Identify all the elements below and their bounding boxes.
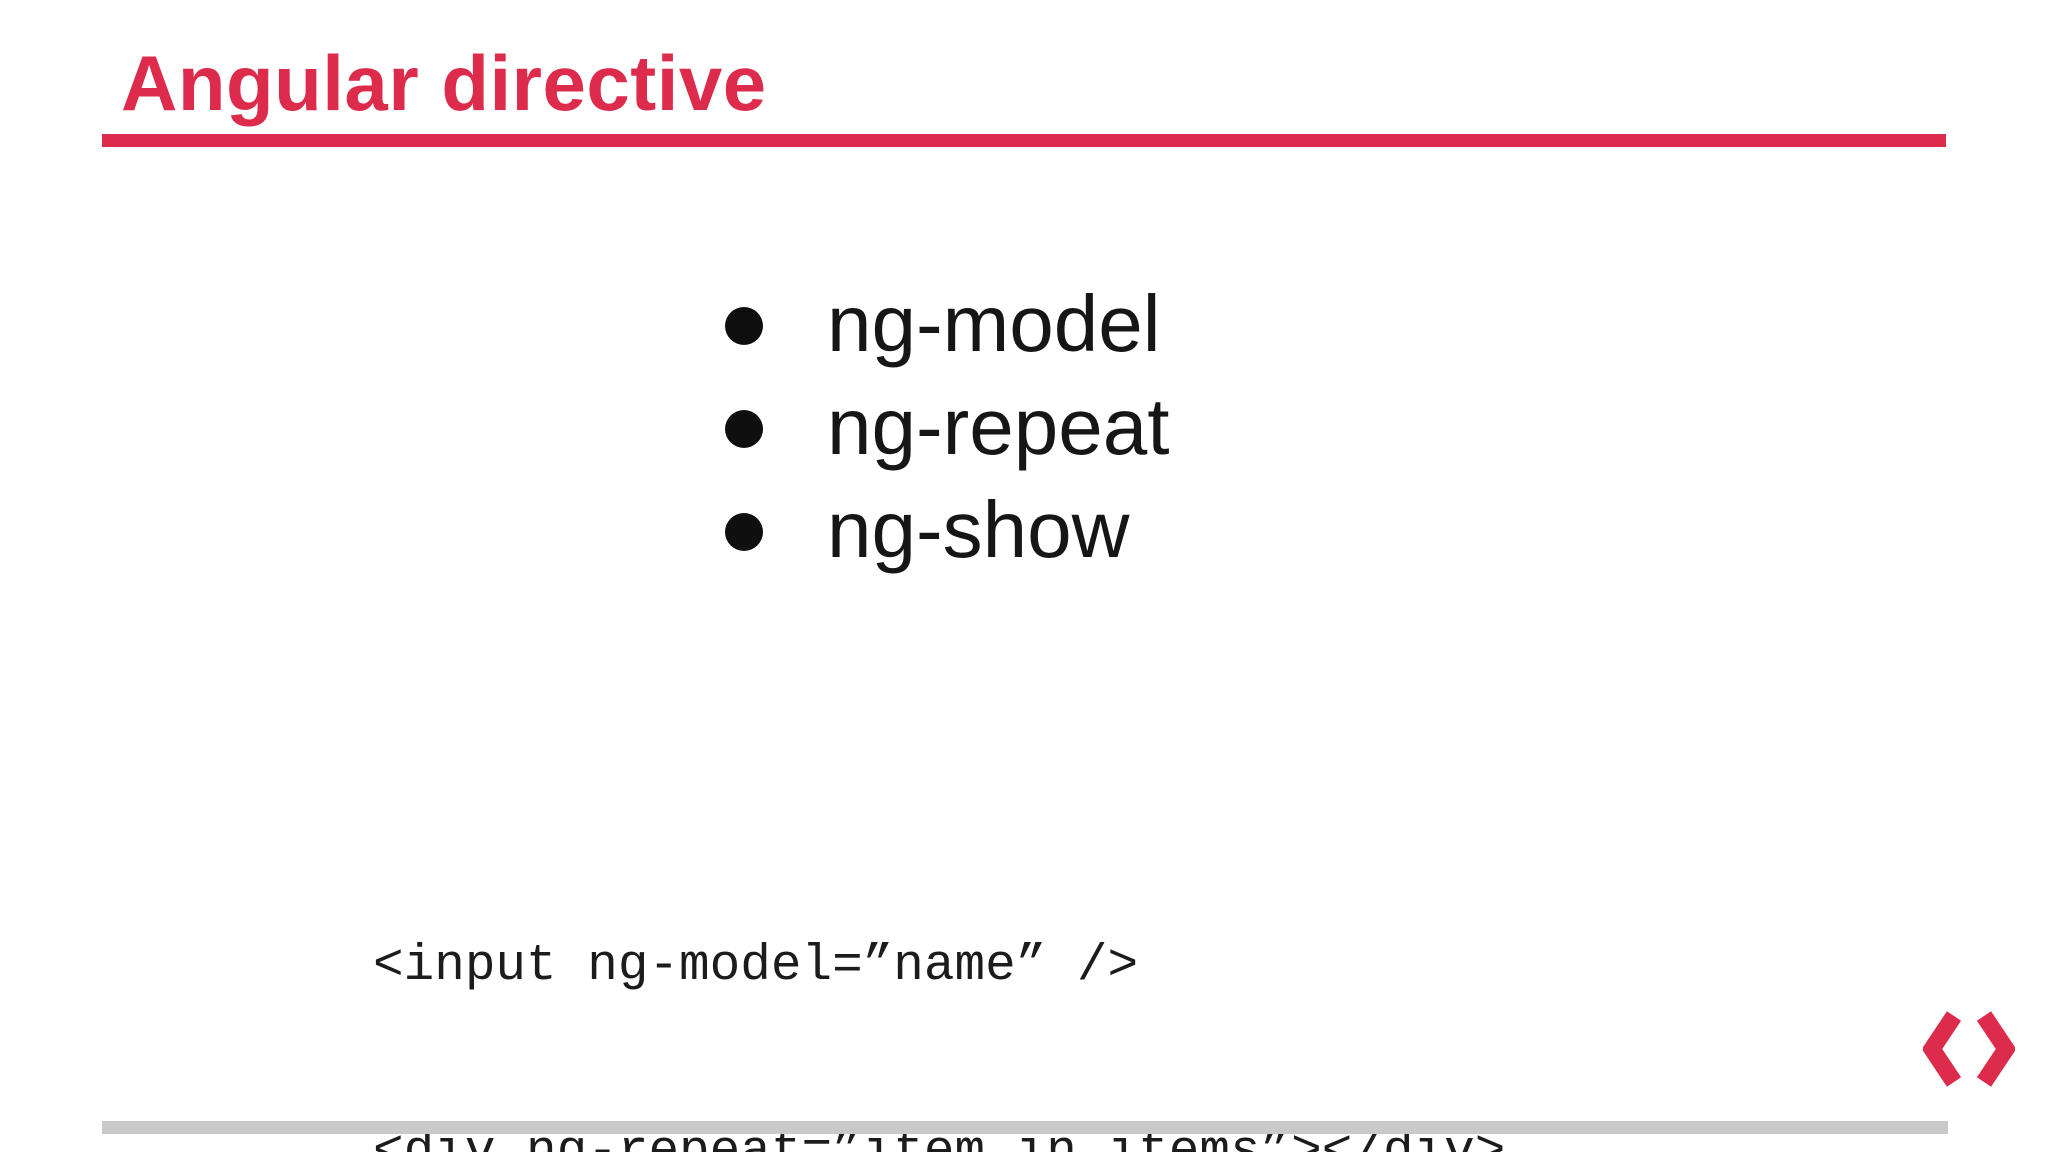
code-line: <input ng-model=”name” /> <box>373 938 1139 995</box>
bullet-label: ng-repeat <box>827 381 1170 471</box>
bullet-label: ng-model <box>827 278 1161 368</box>
bullet-dot-icon <box>725 306 763 345</box>
list-item: ng-model <box>725 272 1169 375</box>
bullet-dot-icon <box>725 512 763 551</box>
code-block: <input ng-model=”name” /> <div ng-repeat… <box>373 812 1505 1152</box>
footer-divider <box>102 1121 1948 1134</box>
page-title: Angular directive <box>121 39 767 127</box>
bullet-dot-icon <box>725 409 763 448</box>
title-underline <box>102 134 1946 147</box>
list-item: ng-repeat <box>725 375 1169 478</box>
code-angle-brackets-icon <box>1923 1011 2015 1087</box>
bullet-list: ng-model ng-repeat ng-show <box>725 272 1169 581</box>
bullet-label: ng-show <box>827 484 1130 574</box>
list-item: ng-show <box>725 478 1169 581</box>
